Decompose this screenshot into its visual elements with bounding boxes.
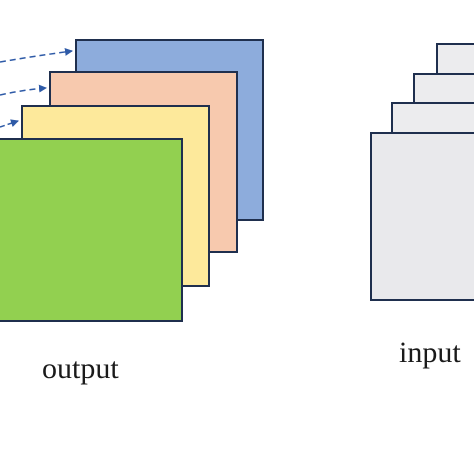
lateral-arrow-top [0, 47, 73, 63]
input-label: input [399, 336, 461, 369]
input-layer-4 [370, 132, 474, 301]
lateral-arrow-middle [0, 84, 47, 96]
output-layer-green [0, 138, 183, 322]
output-label: output [42, 352, 119, 385]
lateral-arrow-bottom [0, 119, 19, 128]
